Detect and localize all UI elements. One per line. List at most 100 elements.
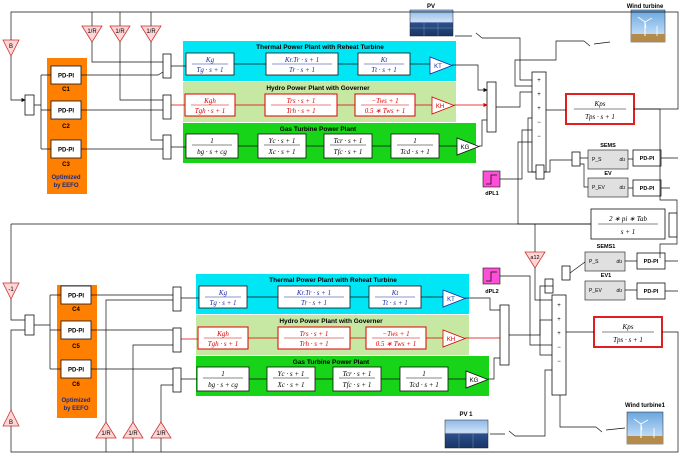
gas-fuel-tf-1[interactable]: Tcr · s + 1 Tfc · s + 1 [323,133,373,159]
svg-text:1/R: 1/R [146,29,156,35]
pv-switch-2[interactable] [490,430,528,437]
droop-gain-6[interactable]: 1/R [150,421,172,439]
hydro-gain-kh-1[interactable]: KH [431,96,456,115]
tie-line-tf[interactable]: 2 ∗ pi ∗ Tab s + 1 [590,208,666,240]
hydro-title-2: Hydro Power Plant with Governer [279,318,383,325]
droop-gain-3[interactable]: 1/R [140,25,162,43]
svg-text:Kgh: Kgh [203,97,216,105]
load-step-2[interactable] [482,267,501,285]
beta-gain-bottom[interactable]: B [2,409,20,427]
controller-c3[interactable]: PD-PI [50,139,82,159]
svg-text:du: du [616,259,622,265]
gas-fuel-tf-2[interactable]: Tcr · s + 1 Tfc · s + 1 [332,366,382,392]
ev-sum-2[interactable] [561,265,571,281]
power-system-tf-1[interactable]: Kps Tps · s + 1 [565,93,635,125]
svg-text:1: 1 [413,137,417,145]
thermal-reheat-tf-1[interactable]: Kr.Tr · s + 1 Tr · s + 1 [265,52,339,76]
wind-switch-2[interactable] [584,426,626,433]
thermal-sum-1[interactable] [162,53,172,79]
gas-gain-kg-1[interactable]: KG [456,137,481,156]
signal-wires [10,11,679,453]
sems-controller-1[interactable]: PD-PI [632,149,662,167]
gas-sum-1[interactable] [162,134,172,160]
hydro-turbine-tf-2[interactable]: −Tws + 1 0.5 ∗ Tws + 1 [365,326,427,350]
svg-text:1/R: 1/R [115,29,125,35]
controller-c4[interactable]: PD-PI [60,285,92,305]
hydro-governor-tf-1[interactable]: Kgh Tgh · s + 1 [184,93,236,117]
svg-text:Xc · s + 1: Xc · s + 1 [267,148,295,156]
minus-one-gain[interactable]: -1 [2,282,20,300]
error-sum-2[interactable] [24,314,35,336]
thermal-title-1: Thermal Power Plant with Reheat Turbine [256,44,384,51]
pv-source-1[interactable] [409,9,454,37]
ev-controller-2[interactable]: PD-PI [636,282,666,300]
hydro-gain-kh-2[interactable]: KH [442,329,467,348]
wind-turbine-source-1[interactable] [630,9,666,43]
sum-sign: + [537,92,541,98]
svg-text:Kr.Tr · s + 1: Kr.Tr · s + 1 [296,289,331,297]
controller-c5[interactable]: PD-PI [60,320,92,340]
wind-turbine-source-2[interactable] [626,411,664,445]
ev-block-1[interactable]: P_EV du [587,177,629,198]
a12-gain[interactable]: a12 [524,251,546,269]
gas-compressor-tf-2[interactable]: 1 Tcd · s + 1 [399,366,449,392]
ev-sum-1[interactable] [571,151,581,167]
power-system-tf-2[interactable]: Kps Tps · s + 1 [593,316,663,348]
error-sum-1[interactable] [24,94,35,116]
wind-switch-1[interactable] [572,40,611,47]
ev-block-2[interactable]: P_EV du [584,280,626,301]
hydro-sum-2[interactable] [172,327,182,353]
sems-controller-2[interactable]: PD-PI [636,252,666,270]
gas-compressor-tf-1[interactable]: 1 Tcd · s + 1 [390,133,440,159]
thermal-reheat-tf-2[interactable]: Kr.Tr · s + 1 Tr · s + 1 [277,285,351,309]
hydro-governor-tf-2[interactable]: Kgh Tgh · s + 1 [197,326,249,350]
svg-text:bg · s + cg: bg · s + cg [197,148,227,156]
optimizer-label-2b: by EEFO [63,406,88,412]
hydro-compensator-tf-2[interactable]: Trs · s + 1 Trh · s + 1 [277,326,351,350]
droop-gain-5[interactable]: 1/R [122,421,144,439]
droop-gain-2[interactable]: 1/R [109,25,131,43]
droop-gain-1[interactable]: 1/R [81,25,103,43]
controller-c2[interactable]: PD-PI [50,100,82,120]
sems-block-2[interactable]: P_S du [584,251,626,272]
droop-gain-4[interactable]: 1/R [95,421,117,439]
svg-text:-1: -1 [8,287,14,293]
controller-c6[interactable]: PD-PI [60,359,92,379]
svg-text:PD-PI: PD-PI [58,148,74,154]
svg-text:KT: KT [434,64,442,70]
gas-gain-kg-2[interactable]: KG [465,370,490,389]
gas-valve-tf-2[interactable]: 1 bg · s + cg [196,366,250,392]
pv-switch-1[interactable] [455,32,495,39]
svg-text:Kps: Kps [622,323,634,331]
pv-source-2[interactable] [444,419,489,449]
load-step-1[interactable] [482,170,501,188]
thermal-turbine-tf-2[interactable]: Kt Tt · s + 1 [368,285,422,309]
gas-speed-tf-1[interactable]: Yc · s + 1 Xc · s + 1 [257,133,307,159]
gas-sum-2[interactable] [172,367,182,393]
hydro-compensator-tf-1[interactable]: Trs · s + 1 Trh · s + 1 [264,93,338,117]
svg-text:Yc · s + 1: Yc · s + 1 [278,370,305,378]
hydro-turbine-tf-1[interactable]: −Tws + 1 0.5 ∗ Tws + 1 [354,93,416,117]
plant-sum-1[interactable] [486,81,497,133]
controller-c1[interactable]: PD-PI [50,65,82,85]
sum-sign: + [537,78,541,84]
svg-text:Kt: Kt [380,56,389,64]
plant-sum-2[interactable] [499,304,510,366]
thermal-governor-tf-2[interactable]: Kg Tg · s + 1 [198,285,248,309]
ev-controller-1[interactable]: PD-PI [632,179,662,197]
gas-speed-tf-2[interactable]: Yc · s + 1 Xc · s + 1 [266,366,316,392]
gas-valve-tf-1[interactable]: 1 bg · s + cg [185,133,239,159]
thermal-governor-tf-1[interactable]: Kg Tg · s + 1 [185,52,235,76]
hydro-sum-1[interactable] [162,94,172,120]
svg-text:PD-PI: PD-PI [640,186,655,192]
thermal-turbine-tf-1[interactable]: Kt Tt · s + 1 [357,52,411,76]
svg-text:Kr.Tr · s + 1: Kr.Tr · s + 1 [284,56,319,64]
sems-block-1[interactable]: P_S du [587,149,629,170]
sum-sign: + [557,331,561,337]
beta-gain-top[interactable]: B [2,39,20,57]
tie-sum[interactable] [668,212,678,238]
thermal-gain-kt-1[interactable]: KT [429,56,454,75]
ev-total-sum-1[interactable] [535,164,545,180]
thermal-gain-kt-2[interactable]: KT [442,289,467,308]
thermal-sum-2[interactable] [172,286,182,312]
